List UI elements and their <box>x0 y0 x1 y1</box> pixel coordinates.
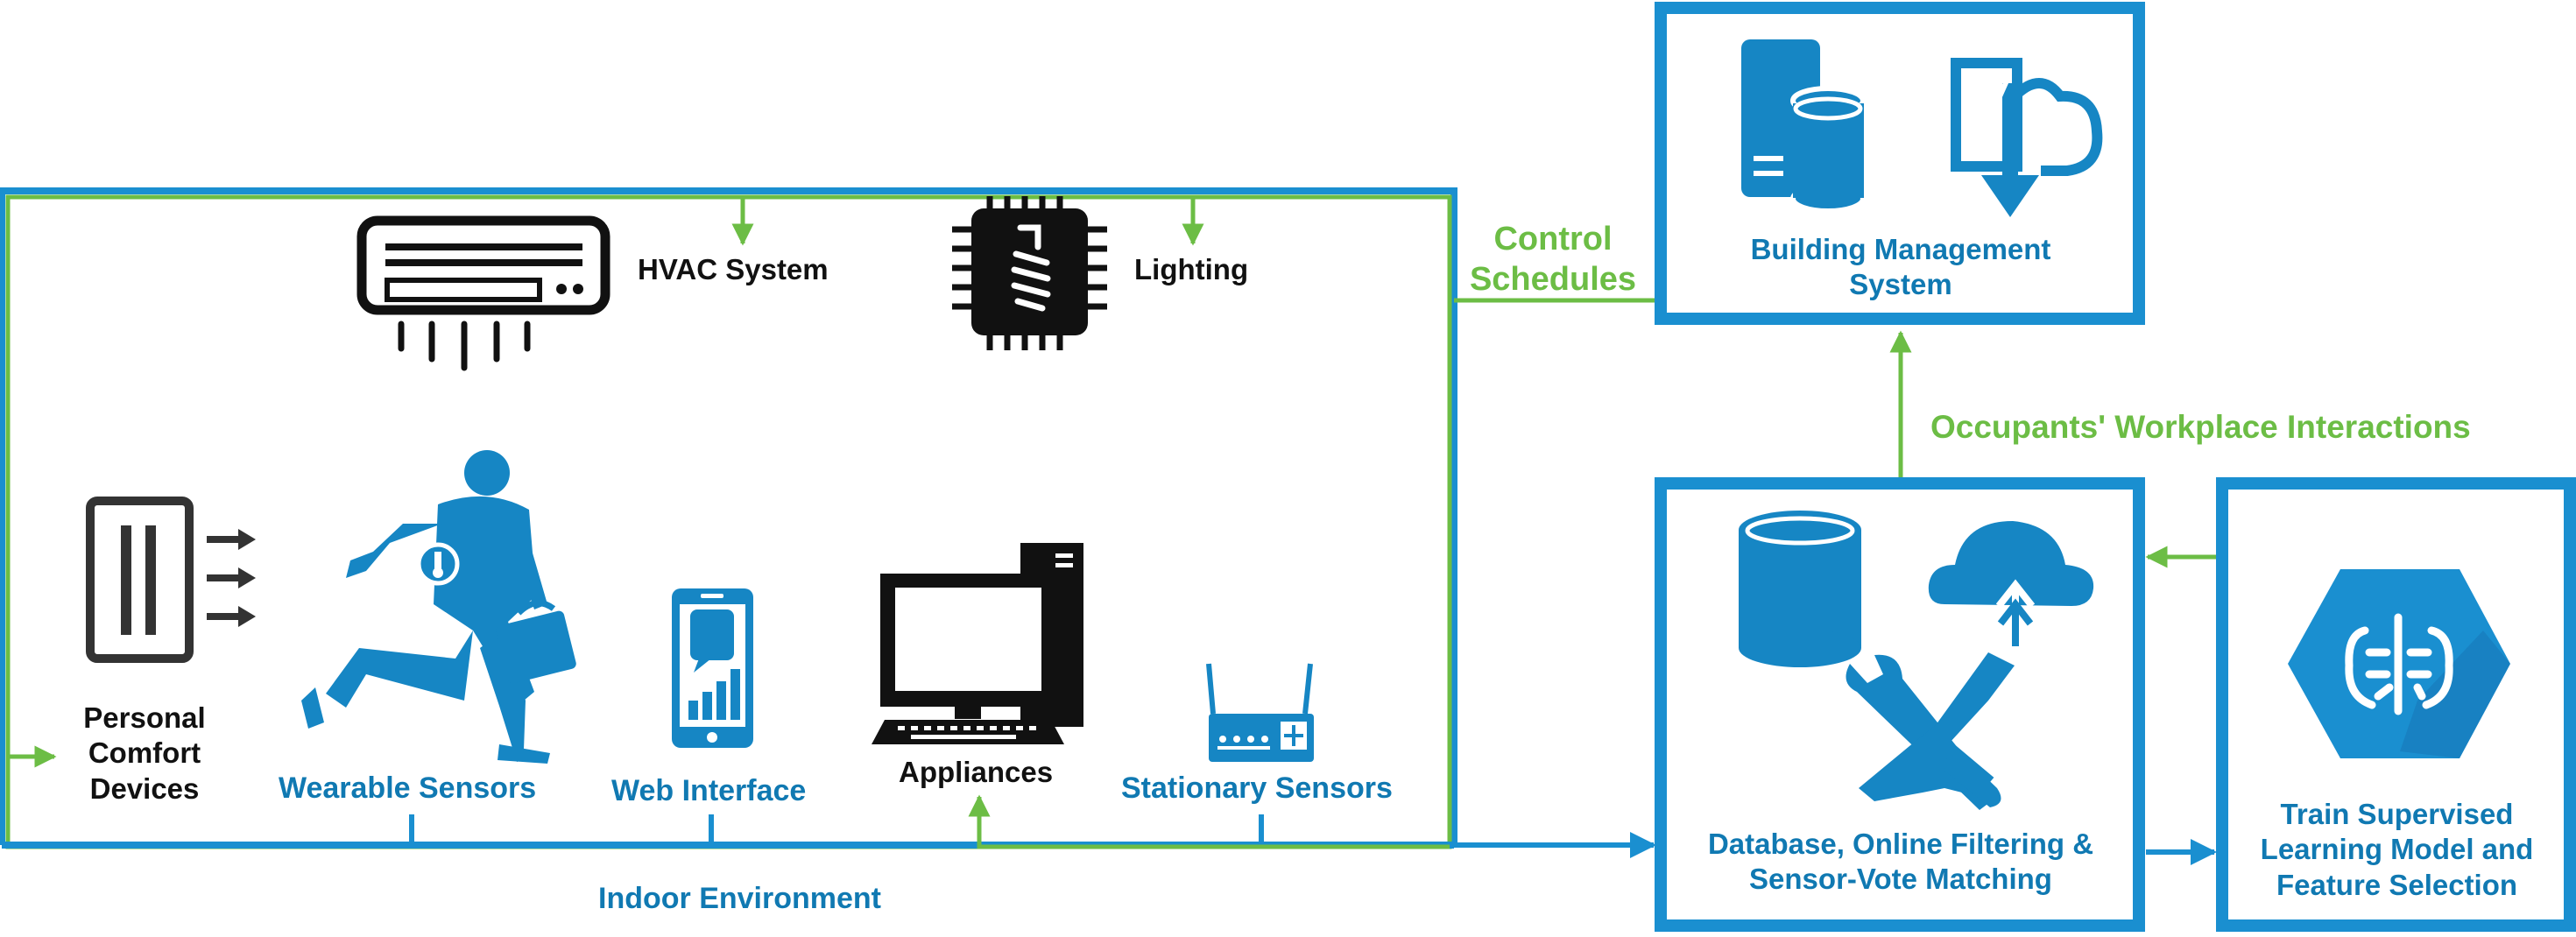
air-conditioner-icon <box>356 215 610 371</box>
control-schedules-label: Control Schedules <box>1469 221 1637 299</box>
cloud-download-icon <box>1951 58 2103 217</box>
cloud-upload-icon <box>1928 521 2094 646</box>
train-box <box>2216 477 2576 932</box>
router-icon <box>1206 663 1314 762</box>
personal-comfort-label: Personal Comfort Devices <box>83 701 206 805</box>
heater-icon <box>86 497 256 663</box>
stationary-sensors-label: Stationary Sensors <box>1121 771 1393 805</box>
database-label: Database, Online Filtering & Sensor-Vote… <box>1707 828 2094 896</box>
indoor-env-blue-border <box>0 187 1457 845</box>
ai-brain-icon <box>2288 569 2510 758</box>
arrow-to-appliances <box>968 794 1450 849</box>
bms-box <box>1655 2 2145 325</box>
database-box <box>1655 477 2145 932</box>
occupants-interactions-label: Occupants' Workplace Interactions <box>1930 409 2471 445</box>
tools-icon <box>1846 652 2015 810</box>
smartphone-icon <box>672 588 753 748</box>
desktop-computer-icon <box>872 543 1083 744</box>
thermometer-icon <box>416 542 460 586</box>
cpu-bulb-icon <box>952 196 1107 350</box>
bms-label: Building Management System <box>1750 233 2051 301</box>
lighting-label: Lighting <box>1134 253 1249 285</box>
indoor-environment-label: Indoor Environment <box>598 882 881 915</box>
wearable-sensors-label: Wearable Sensors <box>279 771 537 805</box>
running-man-icon <box>301 450 576 764</box>
appliances-label: Appliances <box>899 756 1054 788</box>
database-icon <box>1739 511 1861 667</box>
web-interface-label: Web Interface <box>611 774 807 807</box>
server-database-icon <box>1741 39 1866 214</box>
train-model-label: Train Supervised Learning Model and Feat… <box>2260 798 2534 901</box>
hvac-label: HVAC System <box>638 253 829 285</box>
